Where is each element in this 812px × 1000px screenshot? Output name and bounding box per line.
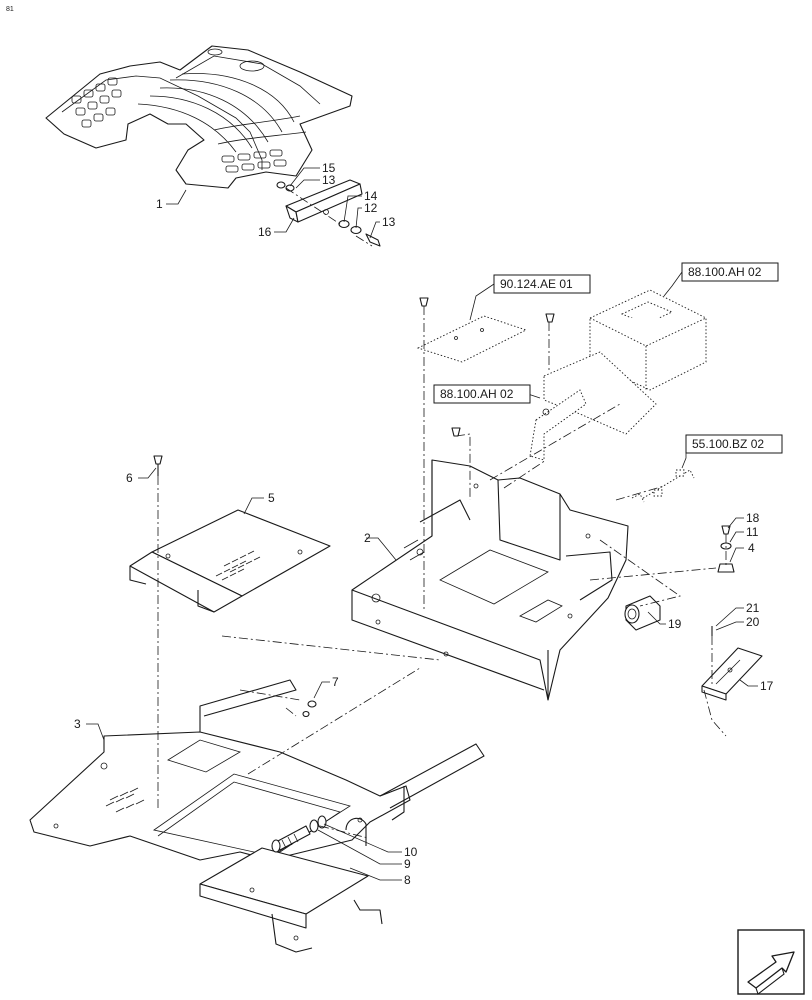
callout-18: 18 [746, 511, 760, 525]
callout-12: 12 [364, 201, 378, 215]
mat-retainer-part [276, 179, 381, 247]
reference-box-3[interactable]: 88.100.AH 02 [433, 384, 531, 404]
callout-2: 2 [364, 531, 371, 545]
callout-19: 19 [668, 617, 682, 631]
callout-14: 14 [364, 189, 378, 203]
callout-3: 3 [74, 717, 81, 731]
callout-20: 20 [746, 615, 760, 629]
callout-21: 21 [746, 601, 760, 615]
callout-6: 6 [126, 471, 133, 485]
callout-17: 17 [760, 679, 774, 693]
callout-5: 5 [268, 491, 275, 505]
callout-13-a: 13 [322, 173, 336, 187]
callout-10: 10 [404, 845, 418, 859]
reference-box-4[interactable]: 55.100.BZ 02 [685, 434, 783, 454]
referenced-display-unit [589, 289, 707, 391]
base-frame-part [29, 679, 485, 861]
callout-4: 4 [748, 541, 755, 555]
reference-label-1: 90.124.AE 01 [500, 277, 573, 291]
callout-1: 1 [156, 197, 163, 211]
cab-floor-support-part [351, 459, 629, 701]
plate-slots [215, 550, 261, 581]
screws [153, 297, 735, 718]
callout-numbers: 1 2 3 4 5 6 7 8 9 10 11 12 13 13 14 15 1… [74, 161, 774, 887]
floor-mat-part [45, 45, 353, 189]
cover-plate-part [701, 647, 763, 701]
reference-box-2[interactable]: 88.100.AH 02 [681, 262, 779, 282]
bolt-washer-set [271, 815, 327, 853]
callout-11: 11 [746, 525, 759, 539]
referenced-plate [416, 315, 528, 363]
next-page-arrow-icon[interactable] [737, 929, 805, 995]
callout-7: 7 [332, 675, 339, 689]
callout-15: 15 [322, 161, 336, 175]
reference-label-3: 88.100.AH 02 [440, 387, 514, 401]
reference-label-4: 55.100.BZ 02 [692, 437, 764, 451]
floor-plate-part [129, 509, 331, 613]
referenced-harness [631, 469, 695, 503]
leader-lines [86, 167, 758, 881]
callout-13-b: 13 [382, 215, 396, 229]
referenced-mount-arm [529, 351, 657, 461]
callout-16: 16 [258, 225, 272, 239]
reference-label-2: 88.100.AH 02 [688, 265, 762, 279]
callout-8: 8 [404, 873, 411, 887]
reference-box-1[interactable]: 90.124.AE 01 [493, 274, 591, 294]
mount-bracket-part [199, 847, 383, 953]
assembly-lines [157, 187, 727, 839]
callout-9: 9 [404, 857, 411, 871]
switch-part [624, 595, 661, 631]
document-id: 81 [6, 6, 14, 13]
